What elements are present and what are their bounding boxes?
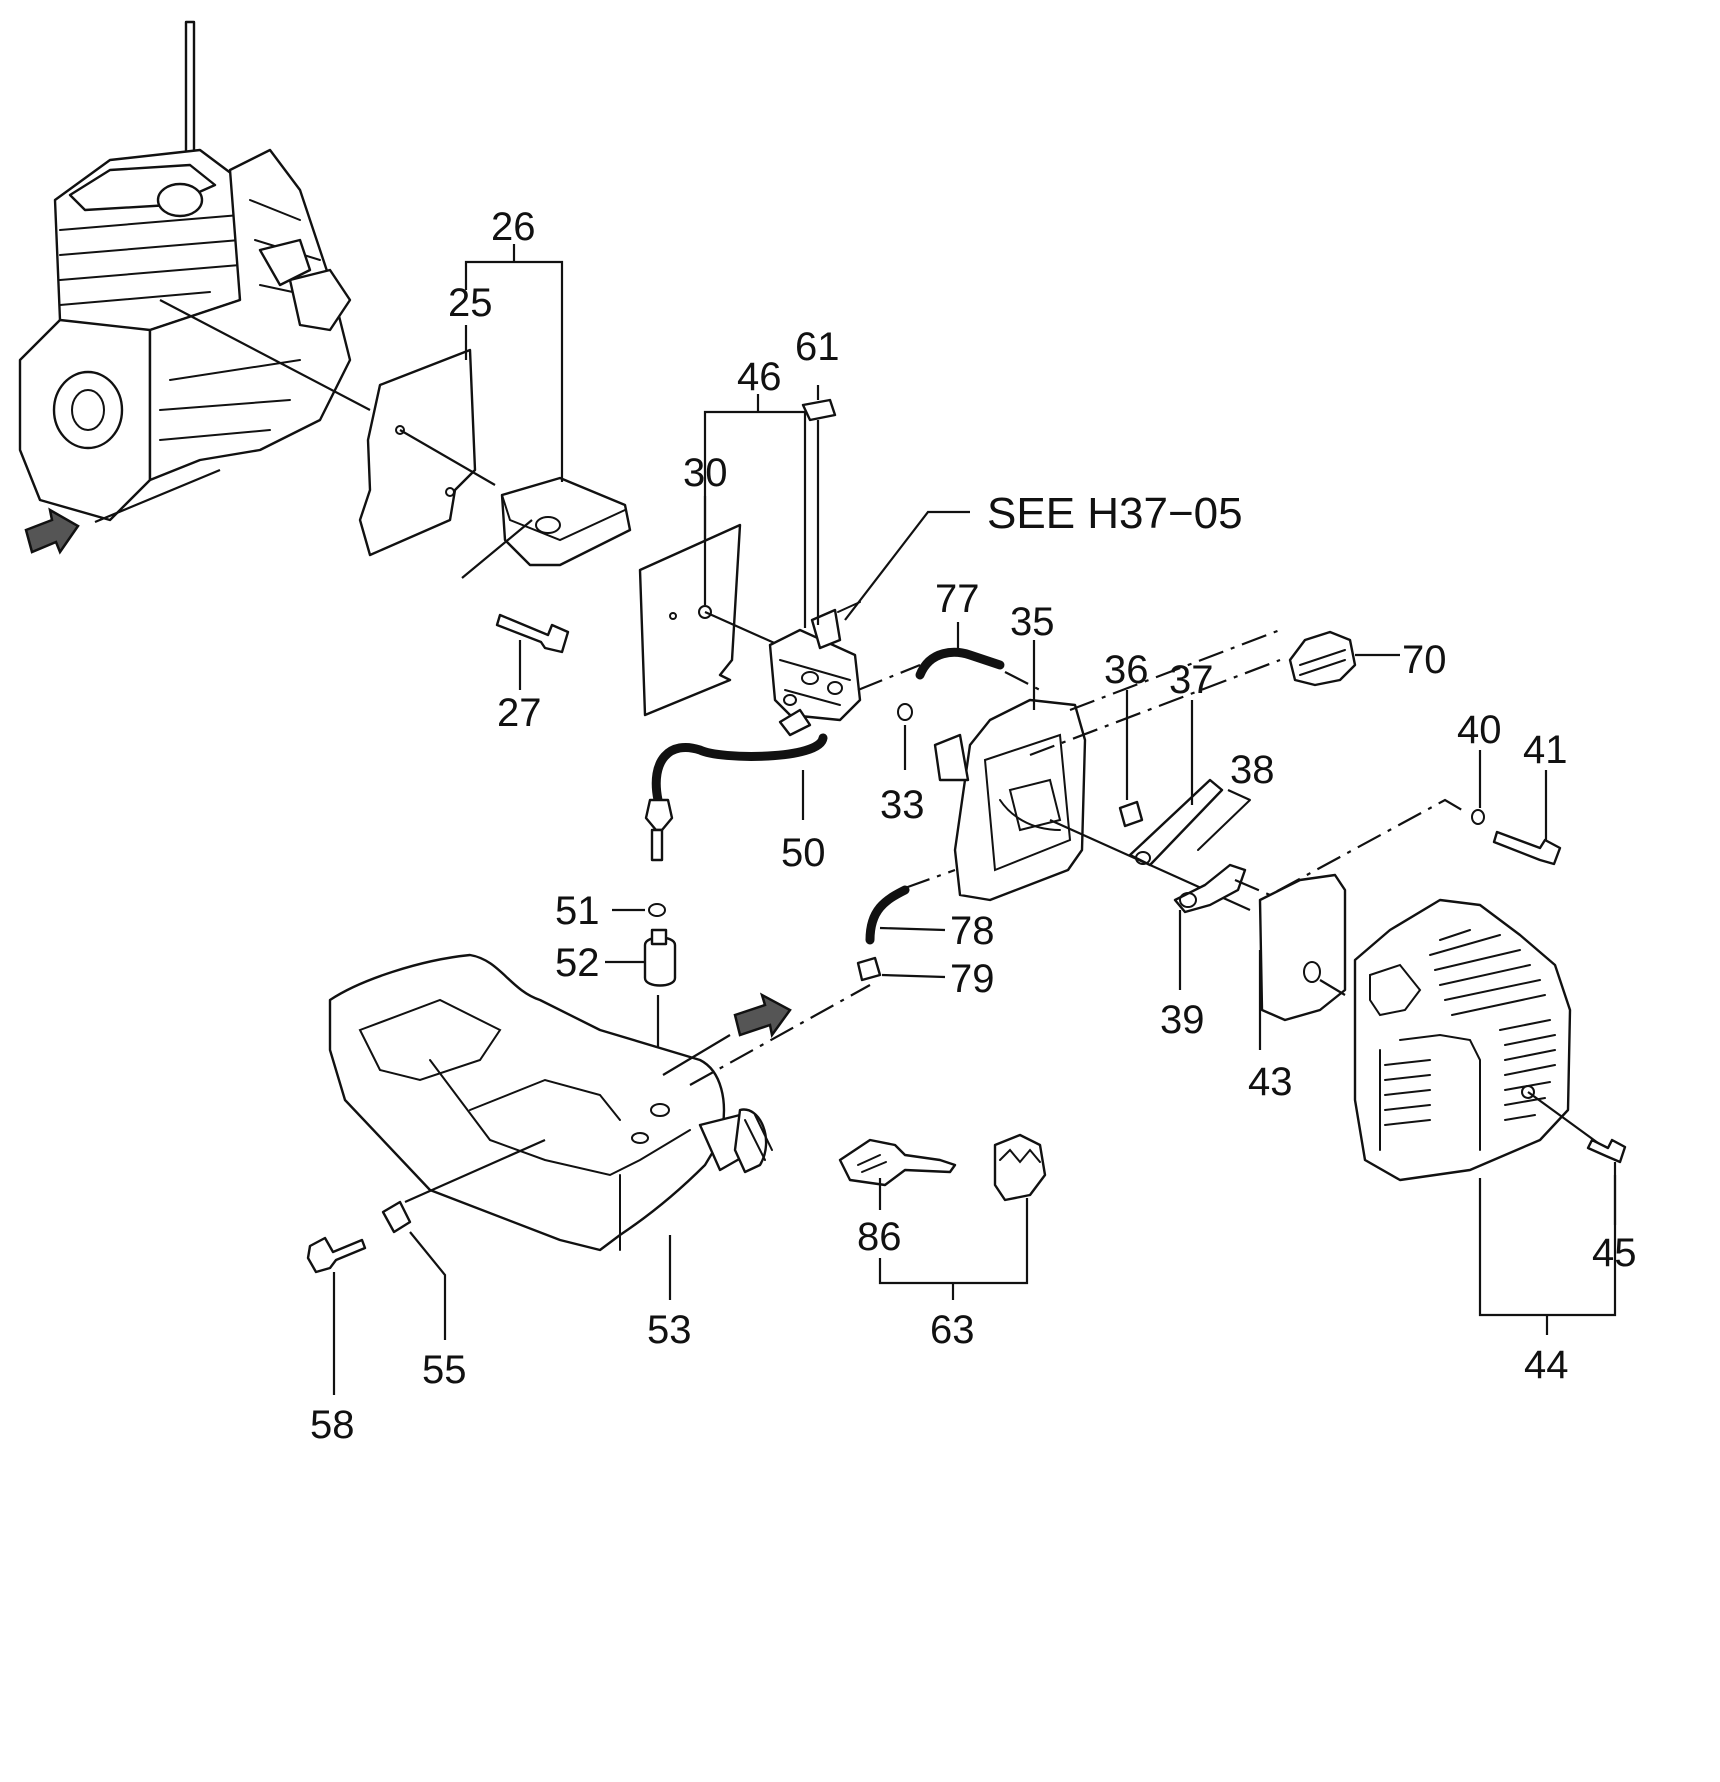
callout-35: 35 — [1010, 600, 1055, 644]
air-cleaner-base — [933, 698, 1087, 902]
callout-40: 40 — [1457, 708, 1502, 752]
callout-86: 86 — [857, 1215, 902, 1259]
callout-37: 37 — [1169, 658, 1214, 702]
callout-33: 33 — [880, 783, 925, 827]
callout-79: 79 — [950, 957, 995, 1001]
callout-51: 51 — [555, 889, 600, 933]
engine-block — [18, 20, 352, 522]
direction-arrow-left — [24, 507, 80, 555]
reference-note: SEE H37−05 — [987, 489, 1243, 538]
callout-43: 43 — [1248, 1060, 1293, 1104]
callout-38: 38 — [1230, 748, 1275, 792]
fuel-tank — [328, 953, 773, 1252]
air-cleaner-cover — [1353, 898, 1572, 1182]
gasket-part-30 — [638, 523, 742, 717]
carburetor — [768, 601, 862, 737]
callout-27: 27 — [497, 691, 542, 735]
clip-part-61 — [801, 398, 837, 422]
callout-55: 55 — [422, 1348, 467, 1392]
callout-61: 61 — [795, 325, 840, 369]
callout-46: 46 — [737, 355, 782, 399]
callout-53: 53 — [647, 1308, 692, 1352]
insulator-block — [500, 476, 632, 567]
callout-36: 36 — [1104, 648, 1149, 692]
direction-arrow-right — [733, 992, 792, 1039]
callout-78: 78 — [950, 909, 995, 953]
callout-44: 44 — [1524, 1343, 1569, 1387]
callout-25: 25 — [448, 281, 493, 325]
callout-30: 30 — [683, 451, 728, 495]
callout-58: 58 — [310, 1403, 355, 1447]
callout-26: 26 — [491, 205, 536, 249]
gasket-part-25 — [358, 348, 477, 557]
callout-39: 39 — [1160, 998, 1205, 1042]
callout-41: 41 — [1523, 728, 1568, 772]
bolt-part-27 — [495, 613, 570, 654]
callout-70: 70 — [1402, 638, 1447, 682]
callout-50: 50 — [781, 831, 826, 875]
air-filter-element — [1258, 873, 1347, 1022]
callout-45: 45 — [1592, 1231, 1637, 1275]
callout-52: 52 — [555, 941, 600, 985]
callout-63: 63 — [930, 1308, 975, 1352]
callout-77: 77 — [935, 577, 980, 621]
